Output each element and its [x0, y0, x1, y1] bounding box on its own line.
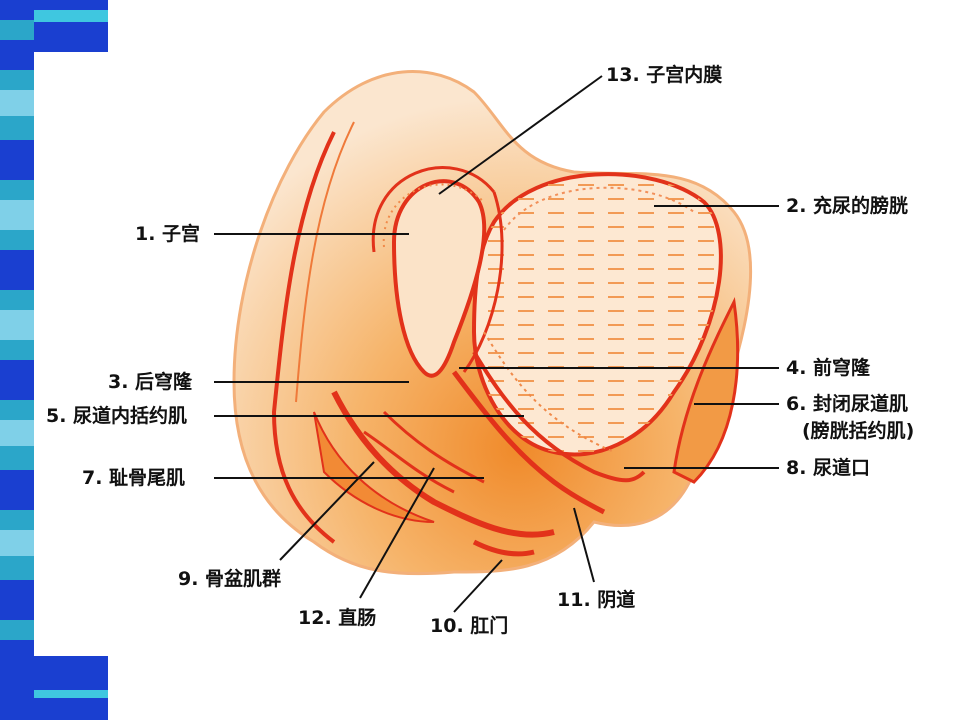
- pelvic-muscle-mass: [313, 411, 435, 523]
- diagram-panel: 1. 子宫 2. 充尿的膀胱 3. 后穹隆 4. 前穹隆 5. 尿道内括约肌 6…: [34, 52, 960, 656]
- label-closing-muscle-sub: (膀胱括约肌): [802, 420, 915, 442]
- vagina-shape: [452, 370, 606, 515]
- label-coccygeus: 7. 耻骨尾肌: [82, 467, 186, 489]
- label-posterior-fornix: 3. 后穹隆: [108, 371, 193, 393]
- anus-shape: [472, 539, 535, 557]
- label-urethral-sphincter: 5. 尿道内括约肌: [46, 405, 188, 427]
- leader-lines: [214, 75, 779, 613]
- rectum-shape: [331, 390, 555, 538]
- left-border-muscle: [271, 131, 336, 544]
- slide-decoration-strip: [0, 0, 108, 720]
- bladder-shape: [471, 172, 723, 457]
- label-endometrium: 13. 子宫内膜: [606, 64, 723, 86]
- label-closing-muscle: 6. 封闭尿道肌: [786, 393, 909, 415]
- label-uterus: 1. 子宫: [135, 223, 201, 245]
- uterus-shape: [371, 166, 504, 378]
- label-rectum: 12. 直肠: [298, 607, 377, 629]
- label-urethral-orifice: 8. 尿道口: [786, 457, 871, 479]
- label-anus: 10. 肛门: [430, 615, 509, 637]
- label-bladder: 2. 充尿的膀胱: [786, 195, 909, 217]
- label-vagina: 11. 阴道: [557, 589, 636, 611]
- label-anterior-fornix: 4. 前穹隆: [786, 357, 871, 379]
- pelvic-anatomy-diagram: [214, 70, 779, 613]
- closing-muscle-shape: [672, 297, 740, 484]
- label-pelvic-muscles: 9. 骨盆肌群: [178, 568, 282, 590]
